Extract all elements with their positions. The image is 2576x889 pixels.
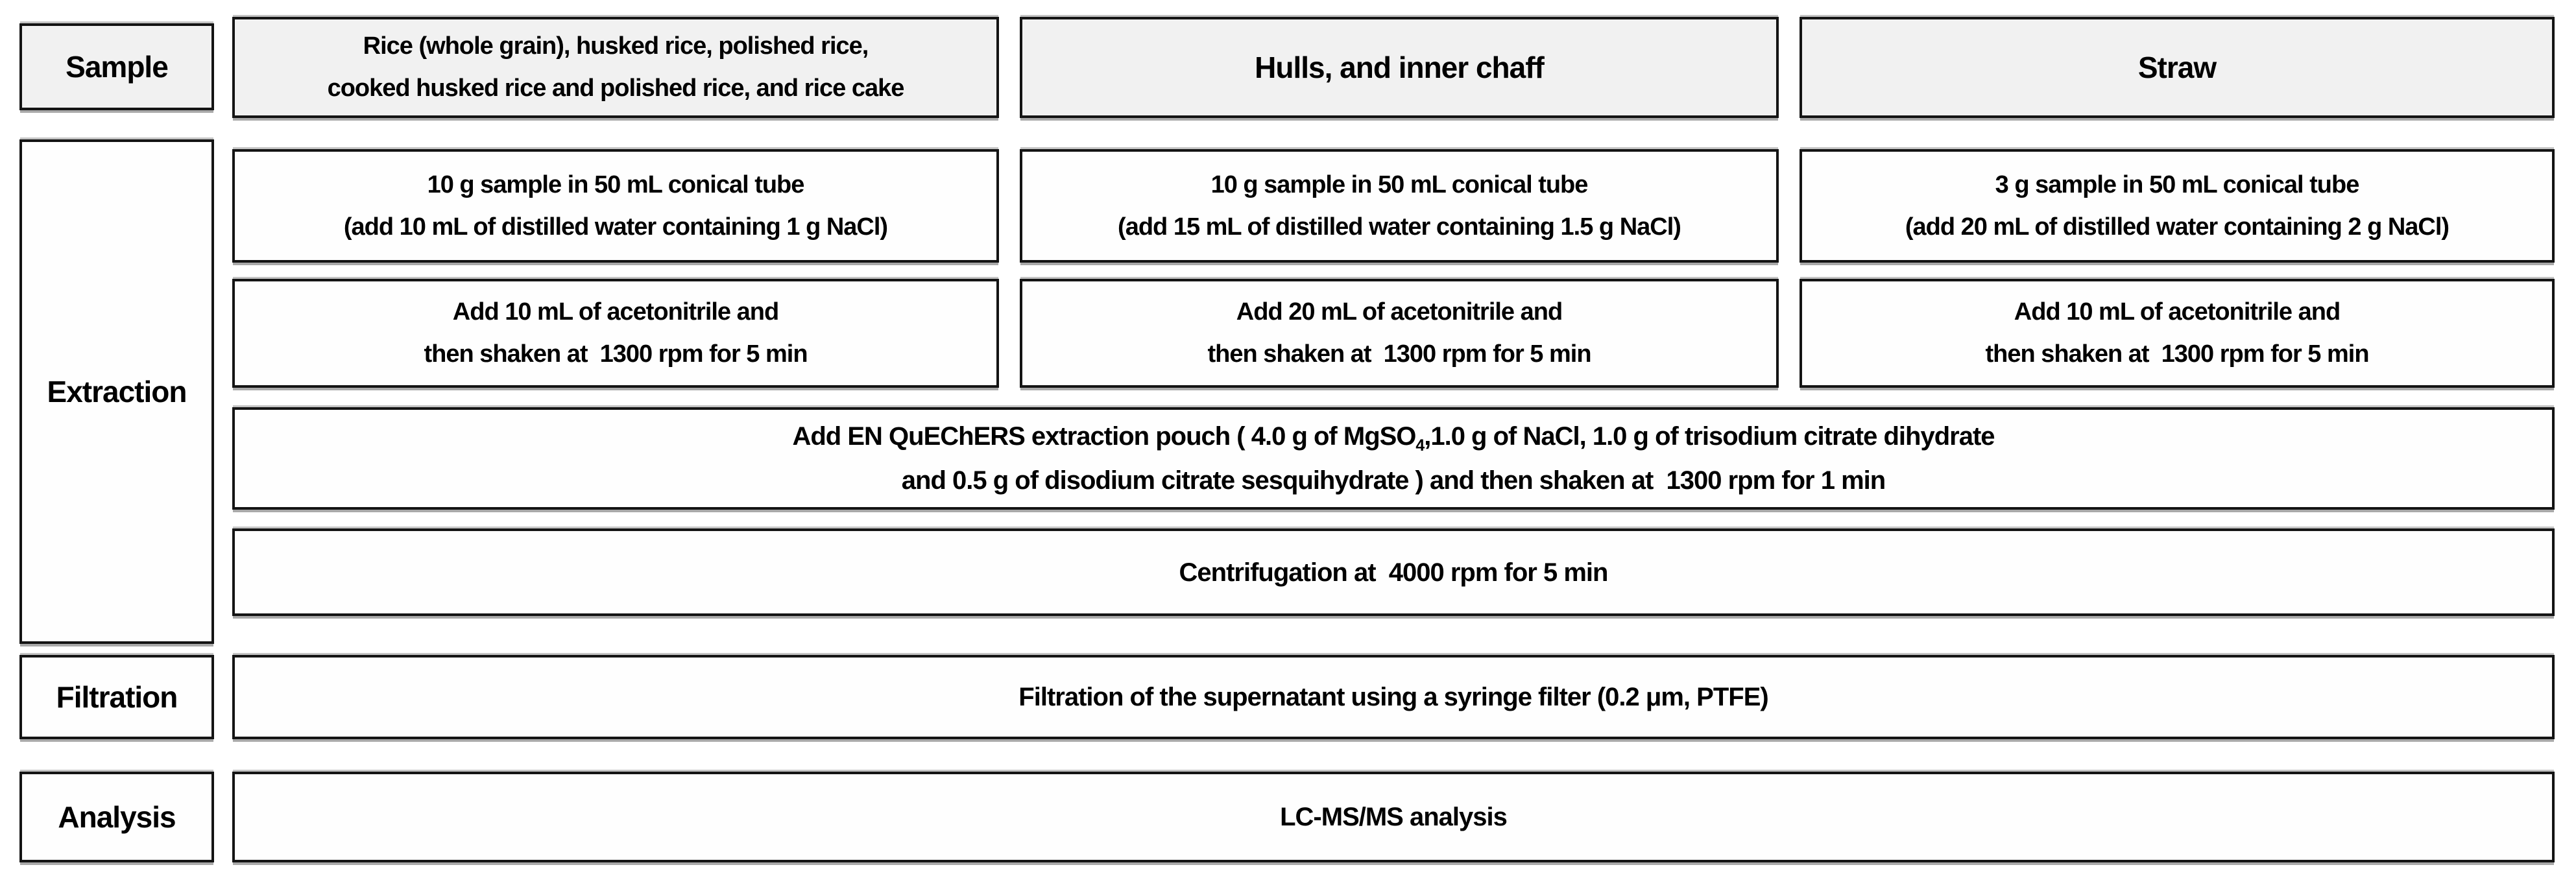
- step1-hulls-line2: (add 15 mL of distilled water containing…: [1118, 213, 1681, 241]
- step2-hulls-line1: Add 20 mL of acetonitrile and: [1236, 298, 1563, 326]
- step1-straw-line2: (add 20 mL of distilled water containing…: [1905, 213, 2450, 241]
- extraction-step4-centrifugation-box: Centrifugation at 4000 rpm for 5 min: [232, 528, 2555, 616]
- sample-label-text: Sample: [66, 49, 169, 84]
- step1-hulls-line1: 10 g sample in 50 mL conical tube: [1210, 171, 1589, 198]
- extraction-label-text: Extraction: [47, 374, 187, 409]
- extraction-step1-straw-box: 3 g sample in 50 mL conical tube (add 20…: [1800, 149, 2555, 263]
- step1-rice-line2: (add 10 mL of distilled water containing…: [343, 213, 888, 241]
- extraction-step2-straw-box: Add 10 mL of acetonitrile and then shake…: [1800, 279, 2555, 388]
- step2-hulls-line2: then shaken at 1300 rpm for 5 min: [1207, 340, 1591, 368]
- analysis-label-box: Analysis: [19, 772, 214, 862]
- step2-straw-line1: Add 10 mL of acetonitrile and: [2014, 298, 2341, 326]
- step3-line1: Add EN QuEChERS extraction pouch ( 4.0 g…: [792, 414, 1995, 458]
- filtration-box: Filtration of the supernatant using a sy…: [232, 655, 2555, 739]
- filtration-label-box: Filtration: [19, 655, 214, 739]
- extraction-step2-rice-box: Add 10 mL of acetonitrile and then shake…: [232, 279, 999, 388]
- extraction-step3-quechers-box: Add EN QuEChERS extraction pouch ( 4.0 g…: [232, 407, 2555, 510]
- step4-text: Centrifugation at 4000 rpm for 5 min: [1179, 558, 1609, 587]
- step2-straw-line2: then shaken at 1300 rpm for 5 min: [1985, 340, 2369, 368]
- sample-box-hulls: Hulls, and inner chaff: [1020, 17, 1779, 118]
- filtration-label-text: Filtration: [56, 680, 178, 714]
- sample-hulls-text: Hulls, and inner chaff: [1255, 50, 1545, 84]
- sample-box-straw: Straw: [1800, 17, 2555, 118]
- sample-rice-line2: cooked husked rice and polished rice, an…: [327, 75, 905, 102]
- step2-rice-line1: Add 10 mL of acetonitrile and: [452, 298, 779, 326]
- filtration-text: Filtration of the supernatant using a sy…: [1018, 683, 1768, 711]
- step1-straw-line1: 3 g sample in 50 mL conical tube: [1995, 171, 2360, 198]
- extraction-step1-hulls-box: 10 g sample in 50 mL conical tube (add 1…: [1020, 149, 1779, 263]
- step2-rice-line2: then shaken at 1300 rpm for 5 min: [424, 340, 808, 368]
- step3-line1-before-sub: Add EN QuEChERS extraction pouch ( 4.0 g…: [792, 422, 1416, 451]
- analysis-label-text: Analysis: [58, 800, 176, 834]
- sample-rice-line1: Rice (whole grain), husked rice, polishe…: [363, 32, 869, 60]
- step3-line1-after-sub: ,1.0 g of NaCl, 1.0 g of trisodium citra…: [1424, 422, 1995, 451]
- step1-rice-line1: 10 g sample in 50 mL conical tube: [427, 171, 805, 198]
- analysis-box: LC-MS/MS analysis: [232, 772, 2555, 862]
- sample-straw-text: Straw: [2137, 50, 2217, 84]
- sample-row-label: Sample: [19, 23, 214, 110]
- sample-box-rice: Rice (whole grain), husked rice, polishe…: [232, 17, 999, 118]
- analysis-text: LC-MS/MS analysis: [1280, 803, 1508, 831]
- extraction-step1-rice-box: 10 g sample in 50 mL conical tube (add 1…: [232, 149, 999, 263]
- step3-line1-sub: 4: [1415, 437, 1425, 455]
- extraction-step2-hulls-box: Add 20 mL of acetonitrile and then shake…: [1020, 279, 1779, 388]
- step3-line2: and 0.5 g of disodium citrate sesquihydr…: [901, 466, 1886, 495]
- extraction-label-box: Extraction: [19, 139, 214, 644]
